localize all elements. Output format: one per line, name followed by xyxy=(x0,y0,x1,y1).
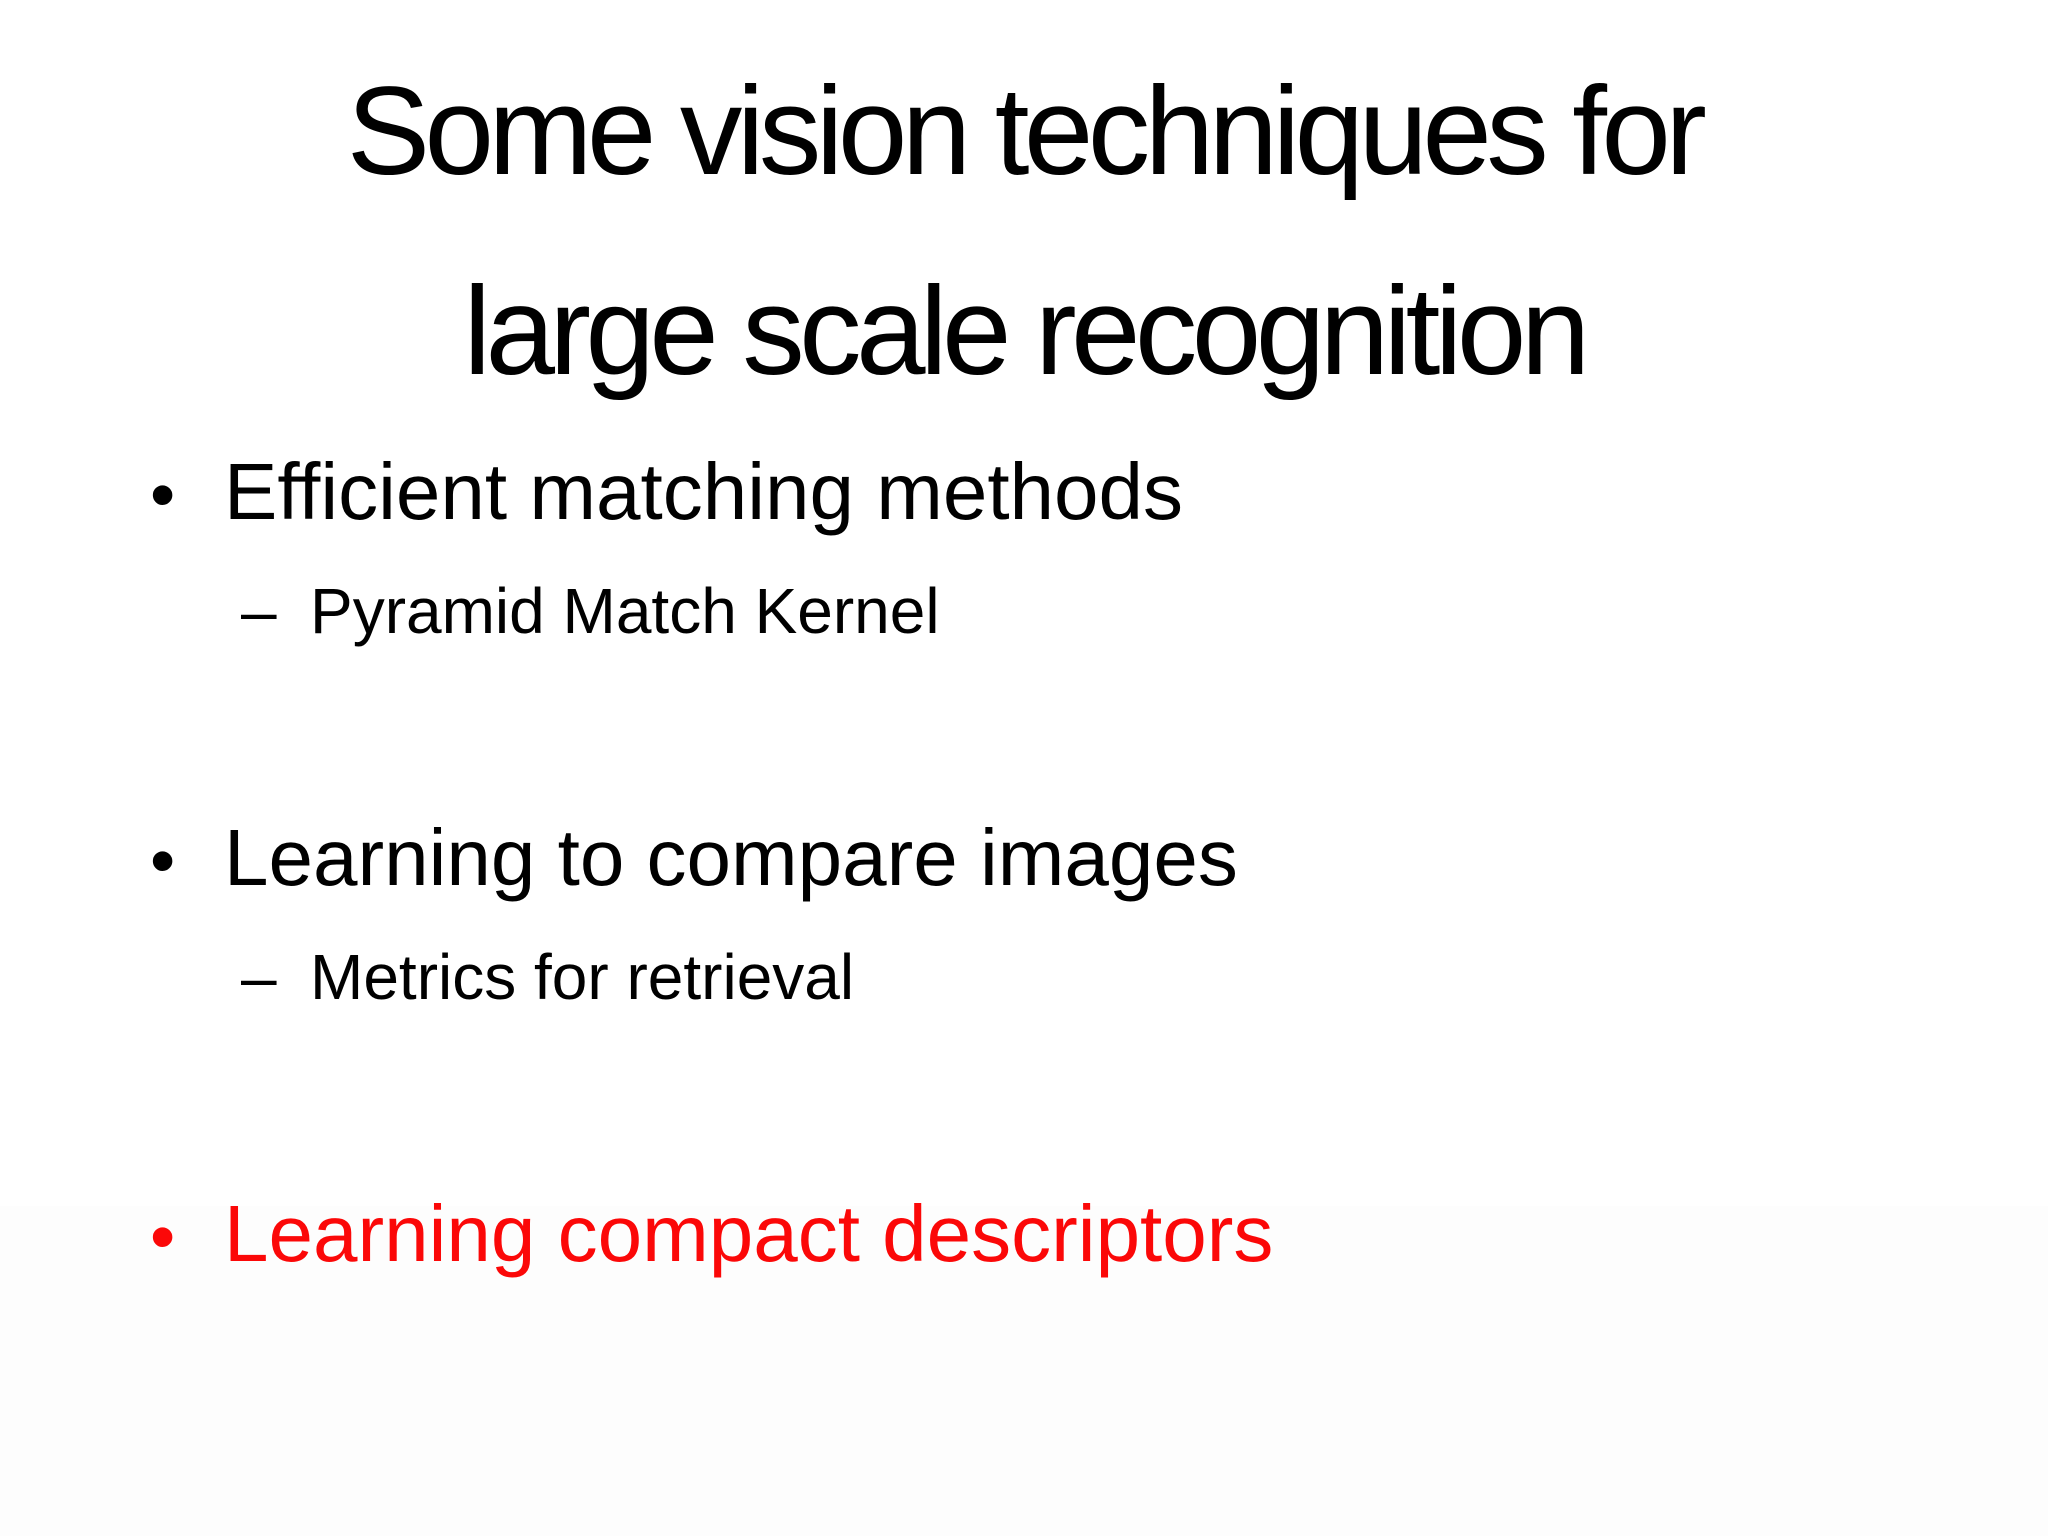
bullet-marker: • xyxy=(150,821,176,901)
bullet-text: Pyramid Match Kernel xyxy=(310,575,940,647)
bullet-item: – Metrics for retrieval xyxy=(0,939,2048,1016)
slide-title-line-2: large scale recognition xyxy=(463,262,1590,401)
bullet-text: Efficient matching methods xyxy=(224,447,1184,536)
bullet-text: Metrics for retrieval xyxy=(310,941,855,1013)
slide-title-line-1: Some vision techniques for xyxy=(346,62,1707,201)
bullet-item: – Pyramid Match Kernel xyxy=(0,573,2048,650)
bullet-item: • Efficient matching methods xyxy=(0,444,2048,543)
bullet-marker: • xyxy=(150,1197,176,1277)
bullet-list: • Efficient matching methods – Pyramid M… xyxy=(0,444,2048,1285)
slide-title: Some vision techniques for large scale r… xyxy=(0,0,2048,432)
bullet-text: Learning to compare images xyxy=(224,813,1238,902)
bullet-item: • Learning compact descriptors xyxy=(0,1186,2048,1285)
bullet-item: • Learning to compare images xyxy=(0,810,2048,909)
bottom-shade xyxy=(0,1206,2048,1536)
bullet-marker: – xyxy=(241,575,277,647)
bullet-marker: • xyxy=(150,455,176,535)
bullet-marker: – xyxy=(241,941,277,1013)
bullet-text: Learning compact descriptors xyxy=(224,1189,1274,1278)
